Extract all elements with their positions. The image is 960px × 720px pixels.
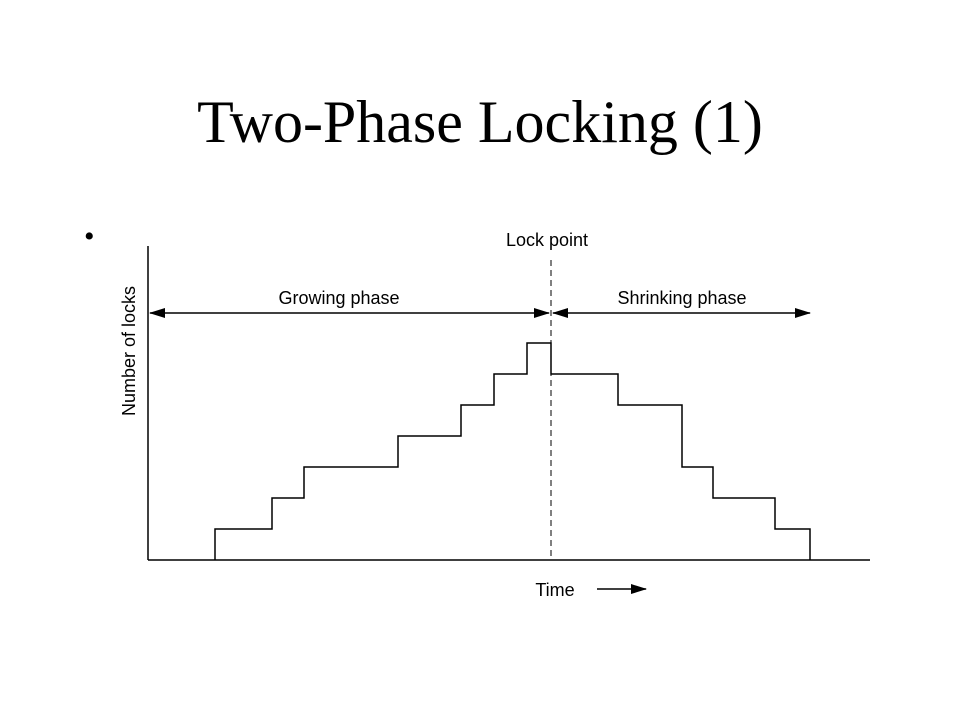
x-axis-label: Time [535, 580, 574, 600]
shrinking-phase-label: Shrinking phase [617, 288, 746, 308]
growing-phase-label: Growing phase [278, 288, 399, 308]
slide-title: Two-Phase Locking (1) [197, 89, 763, 155]
lock-point-label: Lock point [506, 230, 588, 250]
lock-count-step-curve [214, 342, 811, 560]
y-axis-label: Number of locks [119, 286, 139, 416]
bullet-point: • [84, 220, 95, 253]
